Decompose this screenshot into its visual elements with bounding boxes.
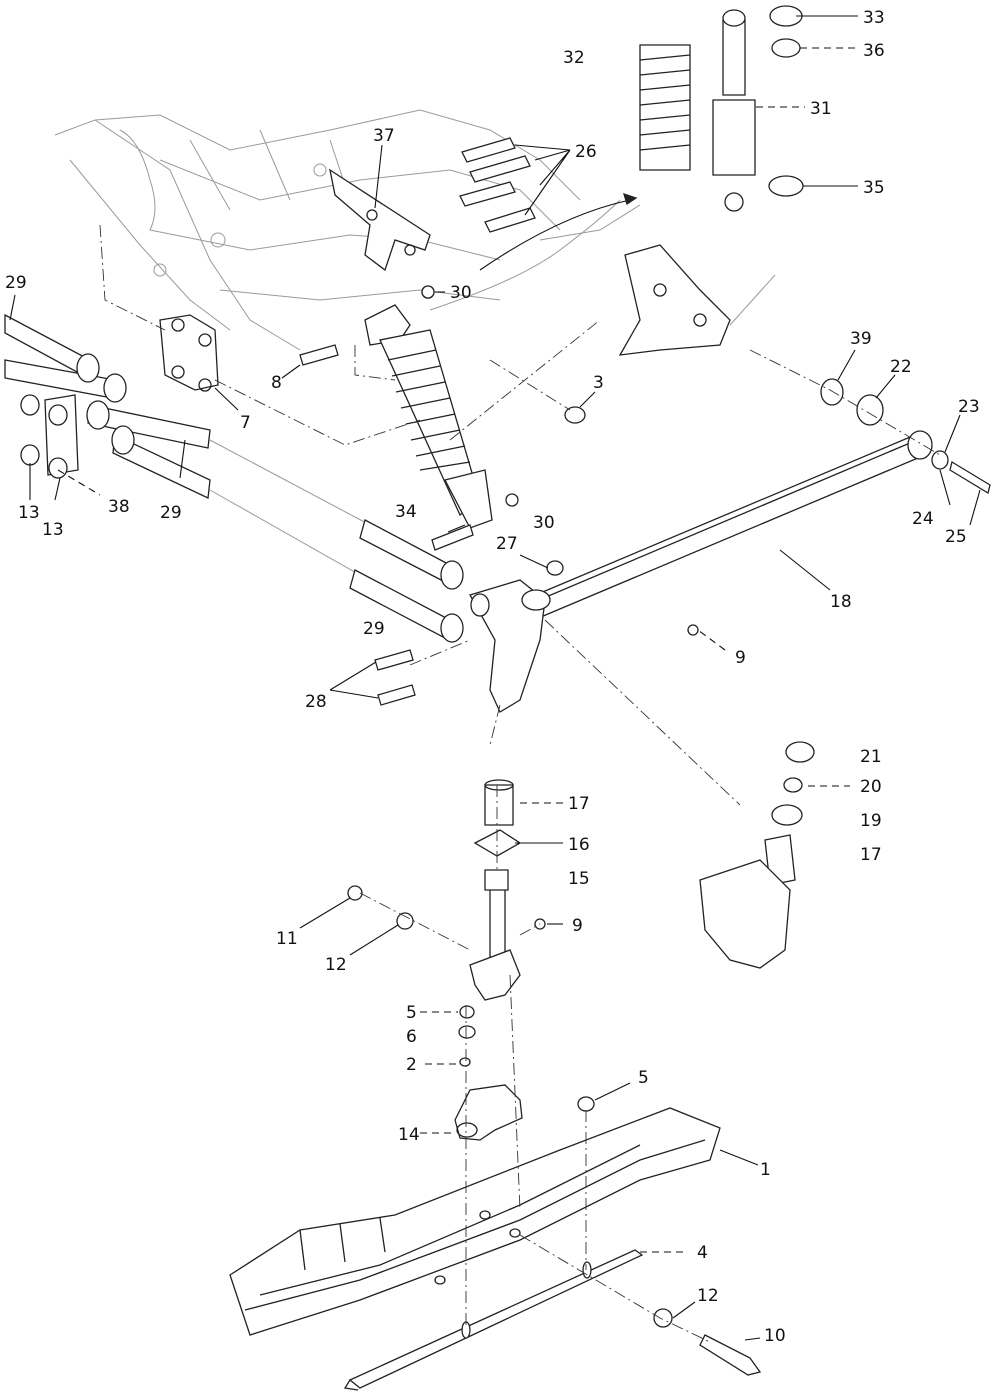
label-37: 37: [373, 126, 395, 146]
nut-5-upper: [459, 1005, 475, 1019]
a-arm-tubes: [4, 313, 464, 643]
label-29-mid: 29: [160, 503, 182, 523]
carbide-runner: [348, 1249, 644, 1389]
label-6: 6: [406, 1027, 417, 1047]
label-2: 2: [406, 1055, 417, 1075]
label-31: 31: [810, 99, 832, 119]
label-19: 19: [860, 811, 882, 831]
label-22: 22: [890, 357, 912, 377]
leader-lines: [9, 15, 981, 1341]
label-10: 10: [764, 1326, 786, 1346]
nut-30-lower: [505, 493, 519, 507]
label-13-right: 13: [42, 520, 64, 540]
label-34: 34: [395, 502, 417, 522]
label-21: 21: [860, 747, 882, 767]
label-29-bottom: 29: [363, 619, 385, 639]
cap-3: [564, 406, 586, 424]
bolt-28-a: [374, 649, 414, 671]
label-18: 18: [830, 592, 852, 612]
label-15: 15: [568, 869, 590, 889]
label-12-upper: 12: [325, 955, 347, 975]
shock-absorber-main: [364, 285, 493, 529]
label-5-upper: 5: [406, 1003, 417, 1023]
label-3: 3: [593, 373, 604, 393]
label-25: 25: [945, 527, 967, 547]
label-7: 7: [240, 413, 251, 433]
label-20: 20: [860, 777, 882, 797]
upper-bracket: [329, 168, 431, 272]
label-16: 16: [568, 835, 590, 855]
label-29-top: 29: [5, 273, 27, 293]
label-17-right: 17: [860, 845, 882, 865]
callout-labels: 33 36 32 31 37 26 35 29 30 39 22 8 3 23 …: [5, 8, 980, 1346]
label-35: 35: [863, 178, 885, 198]
upper-right-mount: [618, 244, 776, 356]
shock-detail: [639, 5, 804, 212]
label-28: 28: [305, 692, 327, 712]
washer-6: [458, 1025, 476, 1039]
spindle-detail: [699, 741, 815, 969]
assembly-axes: [99, 224, 941, 1343]
label-1: 1: [760, 1160, 771, 1180]
label-36: 36: [863, 41, 885, 61]
nut-5-lower: [577, 1096, 595, 1112]
label-26: 26: [575, 142, 597, 162]
label-12-lower: 12: [697, 1286, 719, 1306]
bolt-10: [699, 1334, 762, 1376]
label-5-lower: 5: [638, 1068, 649, 1088]
label-4: 4: [697, 1243, 708, 1263]
label-9-lower: 9: [572, 916, 583, 936]
ski: [229, 1107, 721, 1336]
washer-2: [459, 1057, 471, 1067]
label-38: 38: [108, 497, 130, 517]
label-39: 39: [850, 329, 872, 349]
spindle-upper: [469, 560, 564, 713]
label-17-center: 17: [568, 794, 590, 814]
bolt-8: [299, 344, 339, 366]
label-32: 32: [563, 48, 585, 68]
label-30-lower: 30: [533, 513, 555, 533]
runner-stud-a: [582, 1261, 592, 1279]
label-11: 11: [276, 929, 298, 949]
lower-spindle: [347, 779, 546, 1001]
bolt-34: [431, 524, 474, 551]
ski-leg: [454, 1084, 523, 1141]
nut-30-upper: [421, 285, 435, 299]
label-33: 33: [863, 8, 885, 28]
label-14: 14: [398, 1125, 420, 1145]
chassis-frame-outline: [54, 109, 641, 351]
detail-arrow: [479, 199, 631, 271]
trailing-arm: [499, 430, 933, 631]
detail-arrow-head: [623, 192, 638, 206]
nut-9-upper: [687, 624, 699, 636]
bolt-28-b: [377, 684, 416, 706]
label-9-upper: 9: [735, 648, 746, 668]
label-30-upper: 30: [450, 283, 472, 303]
label-27: 27: [496, 534, 518, 554]
label-8: 8: [271, 373, 282, 393]
label-24: 24: [912, 509, 934, 529]
label-13-left: 13: [18, 503, 40, 523]
label-23: 23: [958, 397, 980, 417]
spacer-12-lower: [653, 1308, 673, 1328]
bolts-26: [459, 137, 536, 233]
